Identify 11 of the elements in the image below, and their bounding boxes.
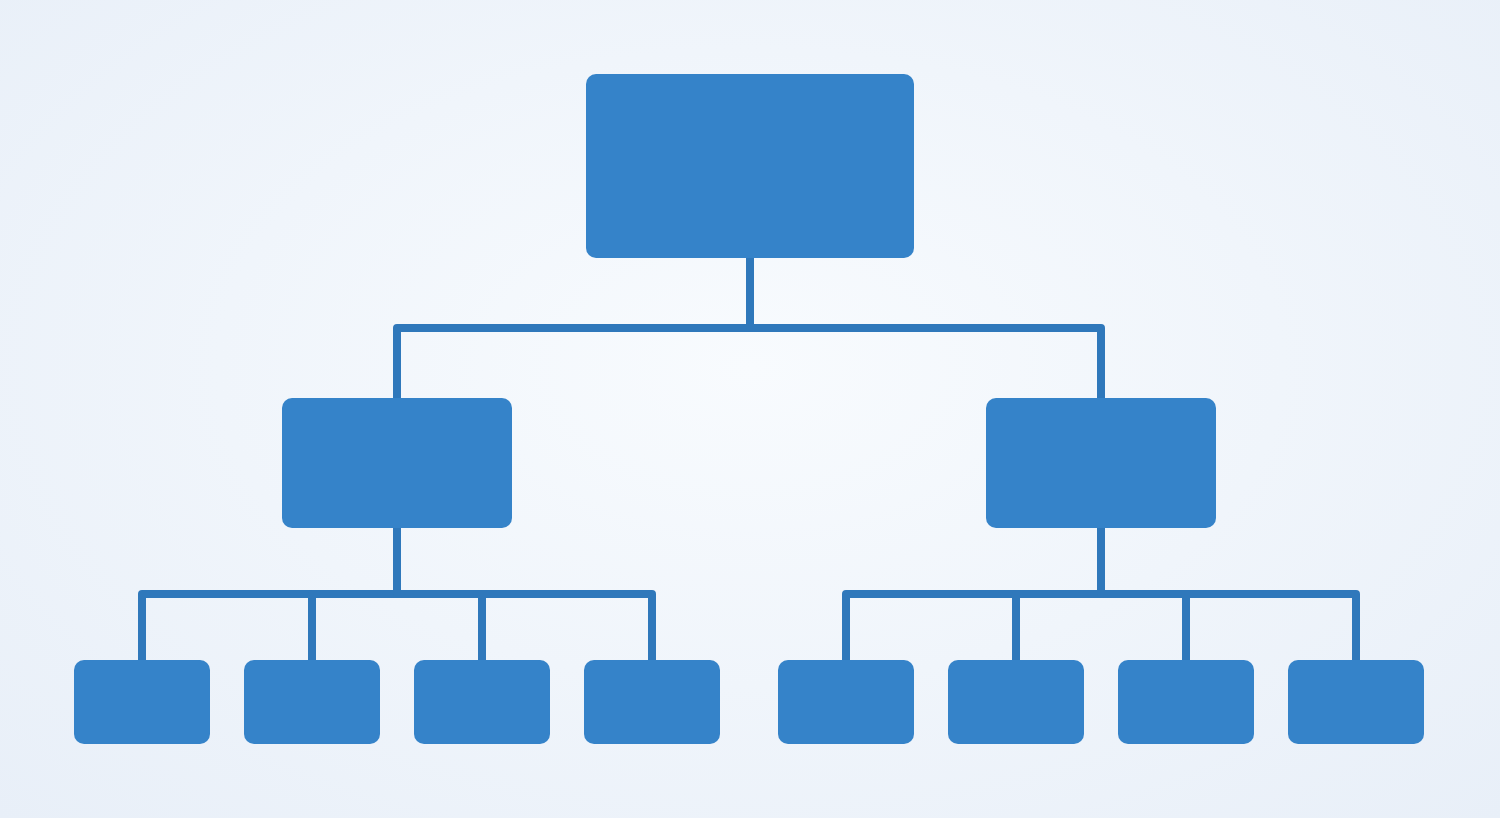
org-chart-box bbox=[414, 660, 550, 744]
org-chart-box bbox=[282, 398, 512, 528]
org-chart-box bbox=[948, 660, 1084, 744]
org-chart-box bbox=[586, 74, 914, 258]
org-chart-box bbox=[74, 660, 210, 744]
org-chart-box bbox=[244, 660, 380, 744]
org-chart-box bbox=[778, 660, 914, 744]
org-chart-box bbox=[1288, 660, 1424, 744]
org-chart-box bbox=[1118, 660, 1254, 744]
org-chart-box bbox=[584, 660, 720, 744]
org-chart-box bbox=[986, 398, 1216, 528]
